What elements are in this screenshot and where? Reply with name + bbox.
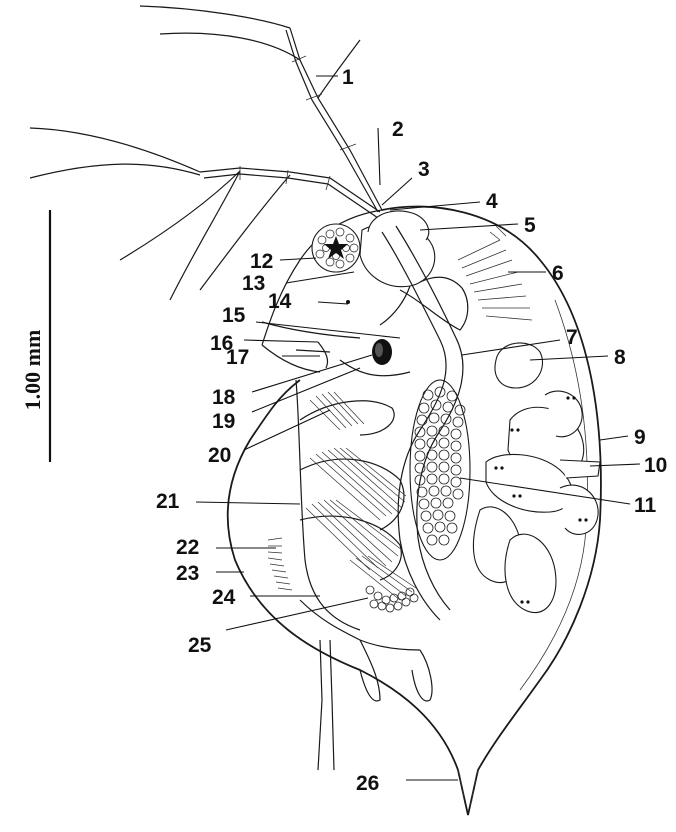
leader-25 [226,598,368,630]
label-12: 12 [250,250,273,273]
carapace-setae [268,538,292,590]
scale-bar-label: 1.00 mm [20,330,45,411]
label-1: 1 [342,66,354,89]
label-14: 14 [268,290,292,313]
leader-9 [600,436,628,440]
label-9: 9 [634,426,646,449]
heart [495,343,543,388]
leader-19 [252,368,360,412]
leader-12 [280,258,316,260]
label-2: 2 [392,118,404,141]
label-15: 15 [222,304,246,327]
leader-14 [318,302,348,304]
label-19: 19 [212,410,235,433]
leader-13 [286,272,354,283]
label-8: 8 [614,346,626,369]
label-18: 18 [212,386,236,409]
label-3: 3 [418,158,430,181]
label-10: 10 [644,454,667,477]
label-26: 26 [356,772,379,795]
leader-18 [252,355,372,392]
label-23: 23 [176,562,199,585]
brood-chamber [473,391,600,613]
head-organs [346,211,468,330]
scale-bar: 1.00 mm [20,210,50,462]
label-25: 25 [188,634,212,657]
postabdomen [300,586,432,770]
leader-2 [378,128,380,185]
label-13: 13 [242,272,265,295]
compound-eye [312,224,360,272]
label-4: 4 [486,190,498,213]
egg-cluster [410,380,470,560]
label-20: 20 [208,444,231,467]
label-7: 7 [566,326,578,349]
label-11: 11 [634,494,657,517]
label-21: 21 [156,490,180,513]
label-5: 5 [524,214,536,237]
leader-3 [382,178,412,205]
leader-15 [256,322,400,338]
label-17: 17 [226,346,249,369]
label-6: 6 [552,262,564,285]
leader-16 [244,340,318,342]
leader-21 [196,502,300,504]
label-22: 22 [176,536,199,559]
label-24: 24 [212,586,236,609]
